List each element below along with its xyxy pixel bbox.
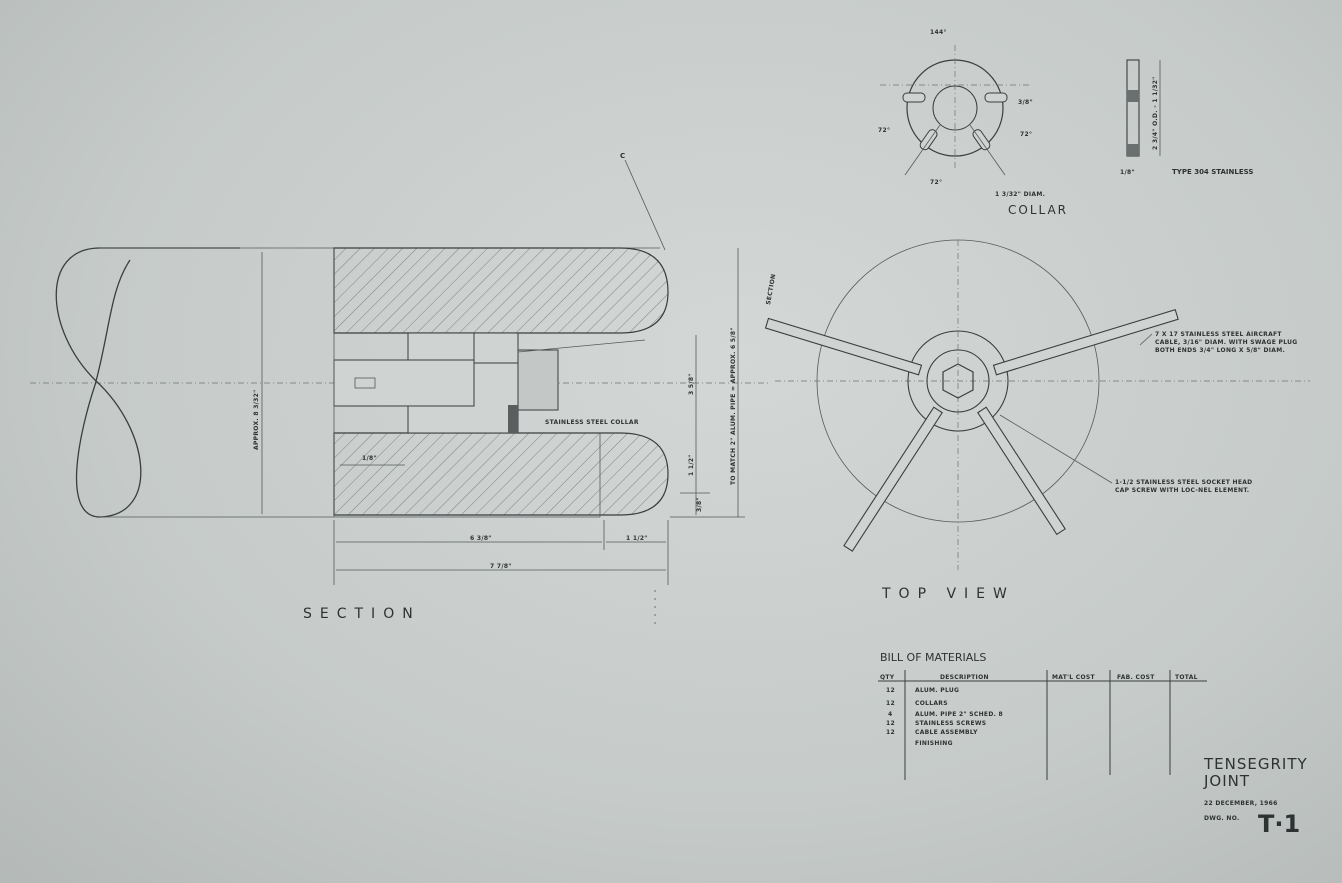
screw-note-2: CAP SCREW WITH LOC-NEL ELEMENT. bbox=[1115, 487, 1249, 494]
cable-mark-leader bbox=[624, 159, 666, 251]
bom-row-qty: 4 bbox=[888, 711, 892, 718]
bom-heading: BILL OF MATERIALS bbox=[880, 651, 986, 664]
collar-angle-top: 144° bbox=[930, 29, 947, 36]
bill-of-materials: BILL OF MATERIALS QTY DESCRIPTION MAT'L … bbox=[878, 651, 1207, 780]
collar-angle-right: 72° bbox=[1020, 131, 1032, 138]
top-collar bbox=[907, 330, 1009, 432]
cable-note-2: CABLE, 3/16" DIAM. WITH SWAGE PLUG bbox=[1155, 339, 1298, 346]
bom-col-total: TOTAL bbox=[1175, 674, 1198, 681]
collar-section bbox=[517, 349, 559, 411]
bom-row-desc: CABLE ASSEMBLY bbox=[915, 729, 978, 736]
collar-angle-left: 72° bbox=[878, 127, 890, 134]
collar-side-thickness: 1/8" bbox=[1120, 169, 1135, 176]
top-section-tag: SECTION bbox=[765, 273, 777, 305]
title-block: TENSEGRITY JOINT 22 DECEMBER, 1966 DWG. … bbox=[1203, 755, 1308, 838]
bom-col-qty: QTY bbox=[880, 674, 895, 681]
bom-row-qty: 12 bbox=[886, 687, 895, 694]
title-date: 22 DECEMBER, 1966 bbox=[1204, 800, 1278, 807]
collar-material: TYPE 304 STAINLESS bbox=[1172, 168, 1253, 176]
bom-row-qty: 12 bbox=[886, 729, 895, 736]
bom-row-desc: COLLARS bbox=[915, 700, 948, 707]
bom-col-matl: MAT'L COST bbox=[1052, 674, 1096, 681]
bom-row-qty: 12 bbox=[886, 720, 895, 727]
dim-1-1-2: 1 1/2" bbox=[688, 454, 695, 476]
cable-note-1: 7 X 17 STAINLESS STEEL AIRCRAFT bbox=[1155, 331, 1282, 338]
cable-socket bbox=[473, 332, 519, 364]
collar-hole-note: 1 3/32" DIAM. bbox=[995, 191, 1045, 198]
dim-3-5-8: 3 5/8" bbox=[688, 373, 695, 395]
collar-detail: 144° 72° 72° 72° 3/8" 1 3/32" DIAM. COLL… bbox=[878, 29, 1253, 217]
cable-rod-bottom-left bbox=[843, 406, 943, 552]
plug-lower-body bbox=[333, 432, 669, 516]
collar-heading: COLLAR bbox=[1008, 203, 1068, 217]
dim-pipe-note: TO MATCH 2" ALUM. PIPE = APPROX. 6 5/8" bbox=[730, 327, 737, 485]
collar-slot-dim: 3/8" bbox=[1018, 99, 1033, 106]
section-heading: SECTION bbox=[303, 606, 421, 622]
hex-socket bbox=[942, 363, 974, 399]
cable-rod-right bbox=[992, 308, 1179, 376]
dim-width-total: 7 7/8" bbox=[490, 563, 512, 570]
cable-loop bbox=[55, 247, 240, 518]
collar-edge bbox=[508, 405, 518, 433]
title-line-1: TENSEGRITY bbox=[1203, 755, 1308, 773]
collar-side-height: 2 3/4" O.D. - 1 1/32" bbox=[1152, 76, 1159, 150]
bom-row-desc: ALUM. PIPE 2" SCHED. 8 bbox=[915, 711, 1003, 718]
cable-rod-bottom-right bbox=[977, 406, 1066, 536]
cable-rod-left bbox=[764, 317, 923, 376]
cable-mark: C bbox=[620, 152, 625, 160]
bom-row-desc: ALUM. PLUG bbox=[915, 687, 959, 694]
title-line-2: JOINT bbox=[1203, 772, 1250, 790]
plug-upper-body bbox=[333, 247, 669, 334]
bom-row-desc: FINISHING bbox=[915, 740, 953, 747]
bom-col-fab: FAB. COST bbox=[1117, 674, 1155, 681]
top-view: SECTION 7 X 17 STAINLESS STEEL AIRCRAFT … bbox=[764, 239, 1310, 602]
collar-slot-left bbox=[902, 92, 926, 103]
collar-slot-right bbox=[984, 92, 1008, 103]
collar-angle-bottom: 72° bbox=[930, 179, 942, 186]
collar-side-view bbox=[1126, 59, 1140, 157]
title-drawing-no: DWG. NO. bbox=[1204, 815, 1240, 822]
top-view-heading: TOP VIEW bbox=[881, 586, 1015, 602]
bom-col-desc: DESCRIPTION bbox=[940, 674, 989, 681]
cable-note-3: BOTH ENDS 3/4" LONG X 5/8" DIAM. bbox=[1155, 347, 1285, 354]
sheet-number: T·1 bbox=[1258, 810, 1300, 838]
stainless-collar-label: STAINLESS STEEL COLLAR bbox=[545, 419, 639, 426]
section-view: C APPROX. 8 3/32" 6 3/8" 1 1/2" 7 7/8" 3… bbox=[30, 152, 770, 625]
dim-width-right: 1 1/2" bbox=[626, 535, 648, 542]
screw-note-1: 1-1/2 STAINLESS STEEL SOCKET HEAD bbox=[1115, 479, 1252, 486]
dim-width-main: 6 3/8" bbox=[470, 535, 492, 542]
bom-row-qty: 12 bbox=[886, 700, 895, 707]
bom-row-desc: STAINLESS SCREWS bbox=[915, 720, 986, 727]
dim-1-8: 1/8" bbox=[362, 455, 377, 462]
dim-approx-height: APPROX. 8 3/32" bbox=[253, 389, 260, 450]
dim-3-8: 3/8" bbox=[696, 497, 703, 512]
